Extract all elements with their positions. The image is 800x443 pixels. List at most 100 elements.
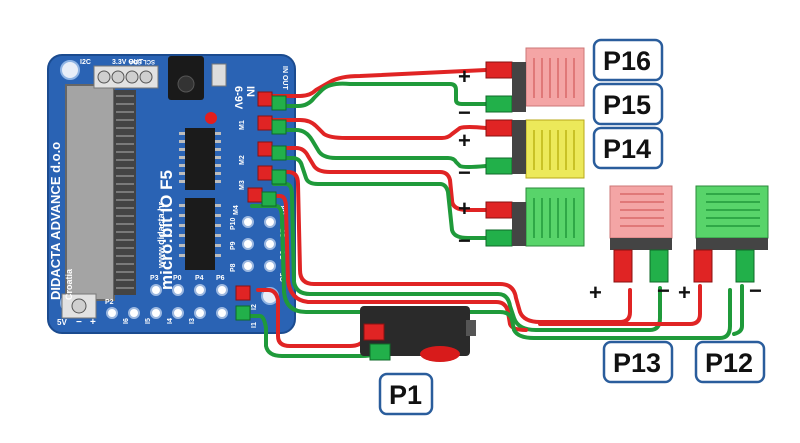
module-p12-plus-terminal [693,249,713,283]
ic-chip-bottom [185,198,215,270]
pin-i2: I2 [251,304,258,310]
label-p14: P14 [603,134,651,164]
terminal-screw [125,70,139,84]
terminal-screw [139,70,153,84]
wire-p1-plus [256,288,366,348]
pin-p9: P9 [230,241,237,250]
wire-p14-minus [274,128,488,169]
module-p16-plus-terminal [485,61,513,79]
wire-p12-minus [732,284,744,336]
module-p16-minus-terminal [485,95,513,113]
wires [246,68,744,358]
power-switch [211,63,227,87]
connector-m1-minus [271,95,287,111]
terminal-screw [111,70,125,84]
green-minus-mark: − [458,228,471,253]
connector-m2-plus [257,115,273,131]
connector-m5-minus [261,191,277,207]
board-scl-sda-label: SCL SDA [128,58,155,64]
module-green-top [485,187,585,247]
board-i2c-label: I2C [80,59,91,66]
label-p15-box [592,82,664,126]
board-voltage-label: 6-9V [232,86,244,110]
module-p1-lever [466,320,476,336]
pin-p0: P0 [173,275,182,282]
wire-p16-plus [266,68,488,98]
connector-m2-minus [271,119,287,135]
p14-minus-mark: − [458,160,471,185]
terminal-screw [71,298,87,314]
module-p12-minus-terminal [735,249,755,283]
module-p1-plus-terminal [363,323,385,341]
pin-p3: P3 [150,275,159,282]
module-green-top-plus-terminal [485,201,513,219]
terminal-screw [97,70,111,84]
mount-hole-top-left [60,60,80,80]
label-p1-box [378,372,434,416]
wire-p13-plus [266,146,488,212]
power-led [205,112,217,124]
p13-minus-mark: − [657,278,670,303]
io-board: micro:bit IO F5 www.didacta.hr DIDACTA A… [47,54,296,334]
connector-m5-plus [247,187,263,203]
pin-i5: I5 [145,318,152,324]
green-plus-mark: + [458,196,471,221]
module-p13 [609,185,673,283]
p12-plus-mark: + [678,280,691,305]
module-p12 [693,185,769,283]
board-in-label: IN [244,86,256,97]
pin-m2: M2 [239,155,246,165]
label-p12-box [694,340,766,384]
pin-o8: O8 [280,206,287,215]
module-p13-plus-terminal [613,249,633,283]
wire-long-green-1 [272,182,662,332]
port-labels: P16 P15 P14 P13 P12 P1 [378,38,766,416]
edge-pins [116,95,134,289]
board-in-out-label: IN OUT [281,66,288,90]
pin-p6: P6 [216,275,225,282]
p13-plus-mark: + [589,280,602,305]
board-url: www.didacta.hr [156,201,166,269]
board-country: Croatia [64,268,74,300]
module-p14-plus-terminal [485,119,513,137]
board-maker: DIDACTA ADVANCE d.o.o [48,142,63,300]
pin-p10: P10 [230,217,237,230]
label-p15: P15 [603,90,651,120]
pin-m3: M3 [239,180,246,190]
connector-i1-minus [235,305,251,321]
board-gnd-mark: − [76,317,82,328]
wire-p12-plus [538,284,702,326]
ic-chip-top [185,128,215,190]
polarity-marks: + − + − + − + − + − [458,64,762,305]
microbit-slot [65,84,115,301]
power-jack-hole [177,75,195,93]
label-p16-box [592,38,664,82]
label-p13: P13 [613,348,661,378]
connector-m3-minus [271,145,287,161]
module-p14 [485,119,585,179]
label-p12: P12 [705,348,753,378]
p12-minus-mark: − [749,278,762,303]
label-p13-box [602,340,674,384]
connector-m4-plus [257,165,273,181]
pin-i6: I6 [123,318,130,324]
pin-p8: P8 [230,263,237,272]
p14-plus-mark: + [458,128,471,153]
board-connectors [235,91,287,321]
module-p1 [360,306,476,362]
connector-m4-minus [271,169,287,185]
label-p14-box [592,126,664,170]
pin-i3: I3 [189,318,196,324]
connector-m1-plus [257,91,273,107]
pin-m1: M1 [239,120,246,130]
board-3v3-label: 3.3V OUT [112,59,144,66]
module-p1-button [420,346,460,362]
io-pads [106,194,276,319]
wire-p13-minus [274,156,488,240]
module-green-top-minus-terminal [485,229,513,247]
wire-long-green-2 [250,204,732,340]
module-p1-minus-terminal [369,343,391,361]
pin-m4: M4 [233,205,240,215]
board-5v-label: 5V [57,318,67,327]
